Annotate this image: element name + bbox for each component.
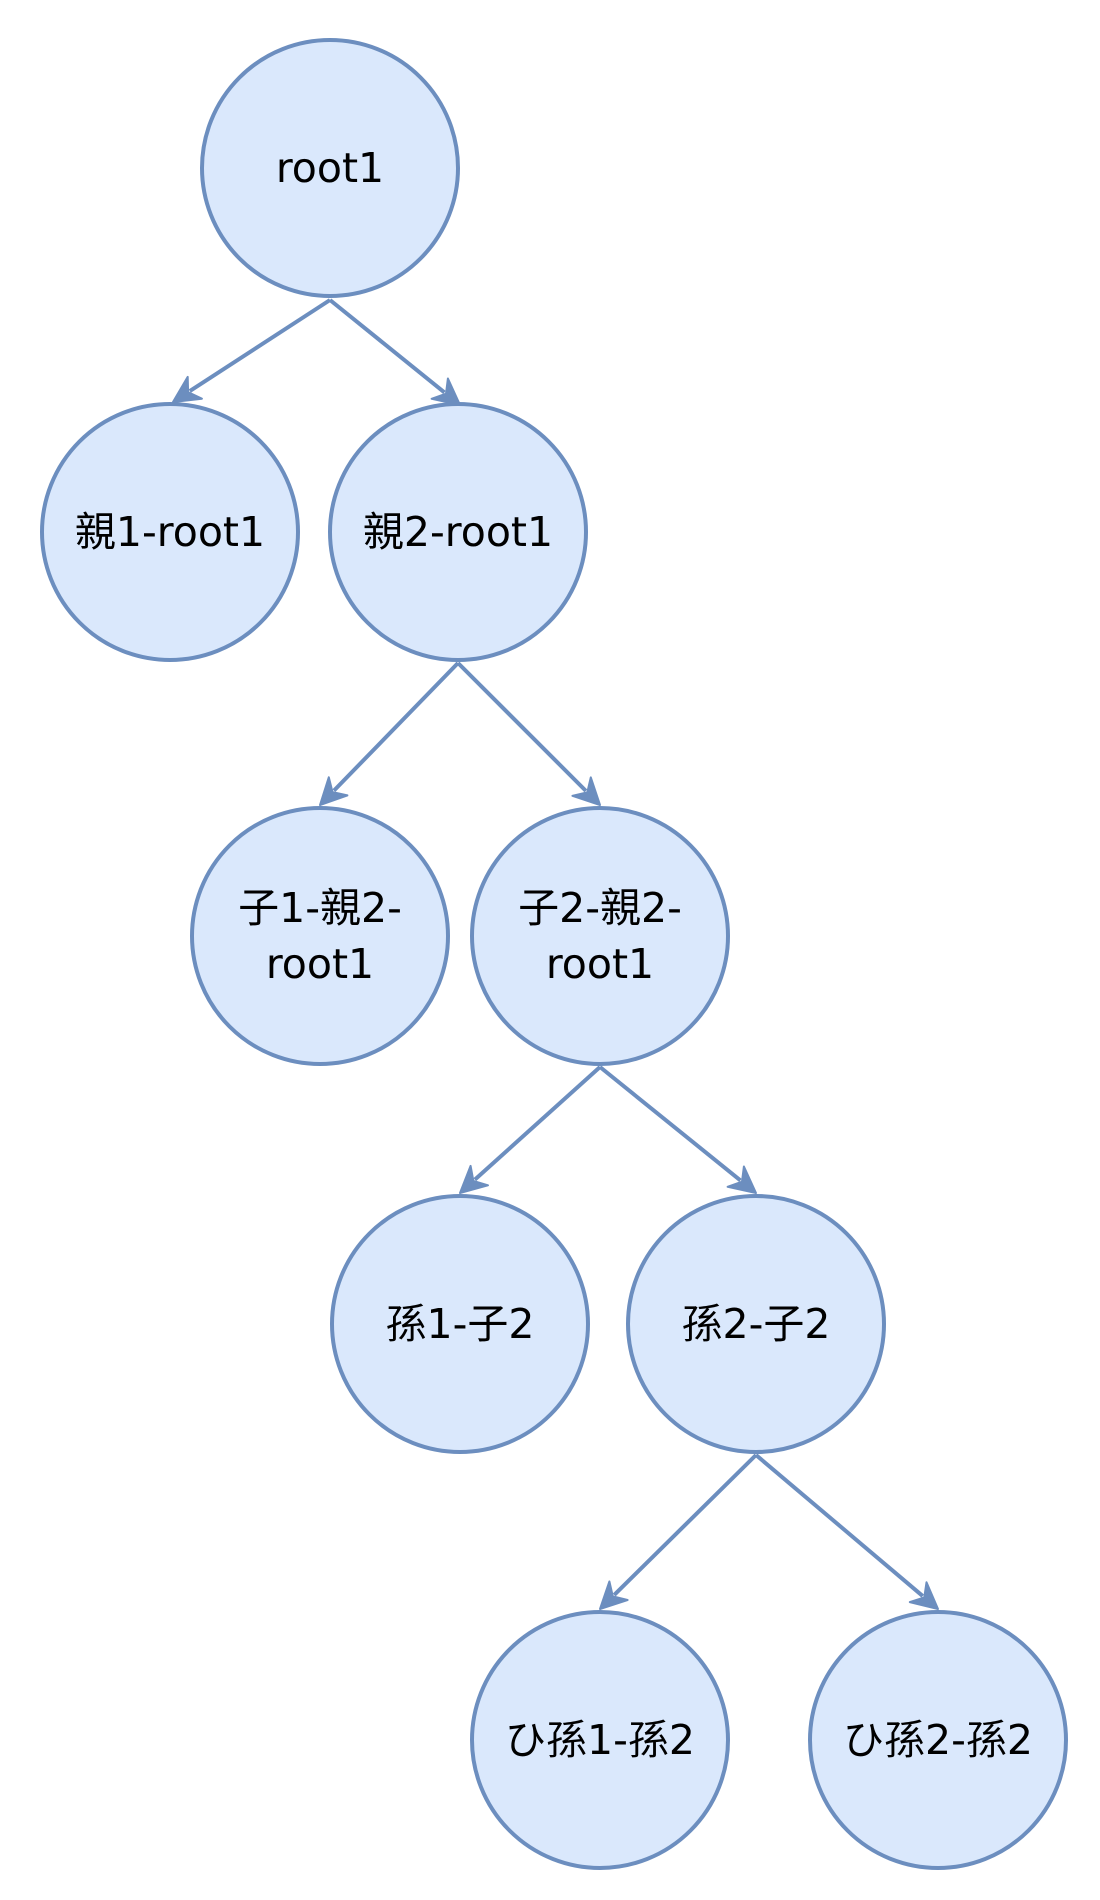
edge-line [328, 298, 446, 394]
edge-ko2-to-mago1 [459, 1065, 602, 1194]
node-circle [470, 806, 730, 1066]
node-circle [626, 1194, 886, 1454]
node-circle [40, 402, 300, 662]
arrow-head-icon [908, 1581, 939, 1610]
edge-mago2-to-himago2 [754, 1453, 939, 1610]
edge-mago2-to-himago1 [599, 1453, 758, 1610]
node-himago2: ひ孫2-孫2 [808, 1610, 1068, 1870]
arrow-head-icon [726, 1165, 757, 1194]
edge-oya2-to-ko2 [456, 661, 601, 806]
node-label: 親1-root1 [75, 508, 265, 556]
arrow-head-icon [172, 375, 203, 403]
node-root1: root1 [200, 38, 460, 298]
node-oya2: 親2-root1 [328, 402, 588, 662]
edge-line [612, 1453, 758, 1597]
edge-ko2-to-mago2 [598, 1065, 757, 1194]
edge-root1-to-oya1 [172, 298, 332, 403]
node-circle [808, 1610, 1068, 1870]
edge-line [473, 1065, 602, 1182]
node-mago1: 孫1-子2 [330, 1194, 590, 1454]
edge-root1-to-oya2 [328, 298, 461, 406]
node-label: root1 [546, 940, 654, 988]
edges-layer [172, 298, 939, 1610]
node-label: 子1-親2- [238, 884, 402, 932]
node-label: root1 [276, 144, 384, 192]
node-circle [330, 1194, 590, 1454]
edge-line [188, 298, 332, 393]
node-mago2: 孫2-子2 [626, 1194, 886, 1454]
node-label: ひ孫2-孫2 [843, 1716, 1033, 1764]
node-label: 親2-root1 [363, 508, 553, 556]
node-label: 孫1-子2 [386, 1300, 535, 1348]
edge-line [754, 1453, 925, 1598]
node-himago1: ひ孫1-孫2 [470, 1610, 730, 1870]
node-circle [470, 1610, 730, 1870]
arrow-head-icon [459, 1164, 489, 1194]
node-circle [328, 402, 588, 662]
node-label: 子2-親2- [518, 884, 682, 932]
node-circle [200, 38, 460, 298]
arrow-head-icon [599, 1580, 629, 1610]
edge-line [598, 1065, 742, 1182]
nodes-layer: root1 親1-root1 親2-root1 子1-親2- root1 子2-親2- ro… [40, 38, 1068, 1870]
arrow-head-icon [430, 377, 461, 406]
node-ko1: 子1-親2- root1 [190, 806, 450, 1066]
node-label: 孫2-子2 [682, 1300, 831, 1348]
arrow-head-icon [319, 776, 349, 806]
arrow-head-icon [571, 776, 601, 806]
node-ko2: 子2-親2- root1 [470, 806, 730, 1066]
edge-line [332, 661, 460, 793]
node-label: root1 [266, 940, 374, 988]
edge-oya2-to-ko1 [319, 661, 460, 806]
node-label: ひ孫1-孫2 [505, 1716, 695, 1764]
edge-line [456, 661, 588, 793]
node-oya1: 親1-root1 [40, 402, 300, 662]
node-circle [190, 806, 450, 1066]
